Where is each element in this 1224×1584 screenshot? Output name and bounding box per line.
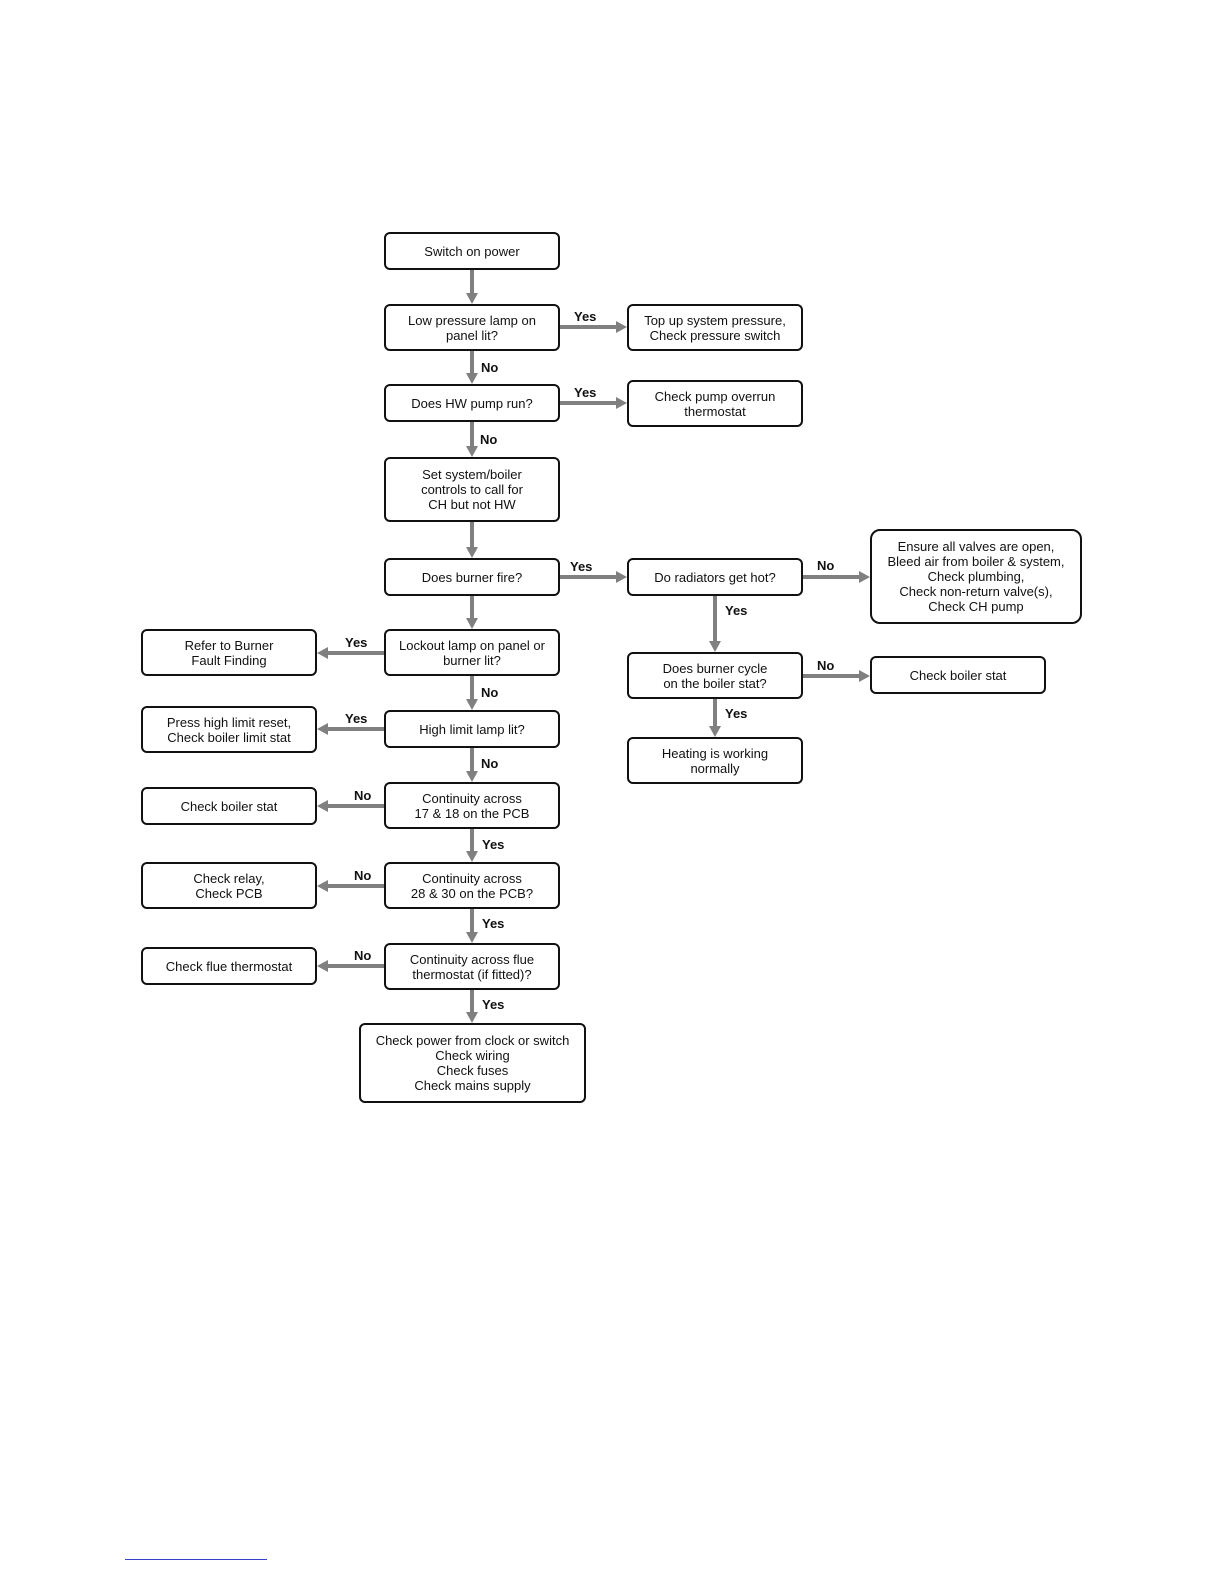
burner-cycle-box: Does burner cycle on the boiler stat? bbox=[627, 652, 803, 699]
heating-working-box: Heating is working normally bbox=[627, 737, 803, 784]
arrow-burner-fire-yes bbox=[560, 571, 627, 583]
arrow-hw-pump-no bbox=[466, 422, 478, 457]
continuity-17-18-box: Continuity across 17 & 18 on the PCB bbox=[384, 782, 560, 829]
switch-on-power-box: Switch on power bbox=[384, 232, 560, 270]
arrow-continuity-28-30-yes bbox=[466, 909, 478, 943]
hw-pump-box: Does HW pump run? bbox=[384, 384, 560, 422]
arrow-burner-fire-no bbox=[466, 596, 478, 629]
arrow-continuity-flue-no bbox=[317, 960, 384, 972]
arrow-low-pressure-yes bbox=[560, 321, 627, 333]
arrow-low-pressure-no bbox=[466, 351, 478, 384]
pump-overrun-box: Check pump overrun thermostat bbox=[627, 380, 803, 427]
arrow-continuity-17-18-no bbox=[317, 800, 384, 812]
arrow-burner-cycle-no bbox=[803, 670, 870, 682]
check-boiler-stat-right-box: Check boiler stat bbox=[870, 656, 1046, 694]
label-yes-lockout: Yes bbox=[345, 635, 368, 650]
label-yes-continuity-flue: Yes bbox=[482, 997, 505, 1012]
arrow-continuity-flue-yes bbox=[466, 990, 478, 1023]
lockout-lamp-box: Lockout lamp on panel or burner lit? bbox=[384, 629, 560, 676]
label-no-continuity-28-30: No bbox=[354, 868, 372, 883]
continuity-flue-box: Continuity across flue thermostat (if fi… bbox=[384, 943, 560, 990]
arrow-high-limit-yes bbox=[317, 723, 384, 735]
ensure-valves-box: Ensure all valves are open, Bleed air fr… bbox=[870, 529, 1082, 624]
label-yes-continuity-28-30: Yes bbox=[482, 916, 505, 931]
label-no-high-limit: No bbox=[481, 756, 499, 771]
label-no-lockout: No bbox=[481, 685, 499, 700]
label-no-continuity-17-18: No bbox=[354, 788, 372, 803]
refer-burner-box: Refer to Burner Fault Finding bbox=[141, 629, 317, 676]
arrow-lockout-yes bbox=[317, 647, 384, 659]
label-yes-burner-cycle: Yes bbox=[725, 706, 748, 721]
arrow-radiators-no bbox=[803, 571, 870, 583]
radiators-hot-box: Do radiators get hot? bbox=[627, 558, 803, 596]
continuity-28-30-box: Continuity across 28 & 30 on the PCB? bbox=[384, 862, 560, 909]
arrow-high-limit-no bbox=[466, 748, 478, 782]
arrow-set-controls-to-burner bbox=[466, 522, 478, 558]
top-up-pressure-box: Top up system pressure, Check pressure s… bbox=[627, 304, 803, 351]
arrow-hw-pump-yes bbox=[560, 397, 627, 409]
arrow-radiators-yes bbox=[709, 596, 721, 652]
check-power-box: Check power from clock or switch Check w… bbox=[359, 1023, 586, 1103]
press-reset-box: Press high limit reset, Check boiler lim… bbox=[141, 706, 317, 753]
low-pressure-lamp-box: Low pressure lamp on panel lit? bbox=[384, 304, 560, 351]
arrow-continuity-17-18-yes bbox=[466, 829, 478, 862]
check-relay-box: Check relay, Check PCB bbox=[141, 862, 317, 909]
arrow-lockout-no bbox=[466, 676, 478, 710]
label-yes-radiators: Yes bbox=[725, 603, 748, 618]
check-boiler-stat-left-box: Check boiler stat bbox=[141, 787, 317, 825]
check-flue-thermostat-box: Check flue thermostat bbox=[141, 947, 317, 985]
label-no-continuity-flue: No bbox=[354, 948, 372, 963]
burner-fire-box: Does burner fire? bbox=[384, 558, 560, 596]
label-yes-hw-pump: Yes bbox=[574, 385, 597, 400]
arrow-continuity-28-30-no bbox=[317, 880, 384, 892]
set-controls-box: Set system/boiler controls to call for C… bbox=[384, 457, 560, 522]
label-yes-high-limit: Yes bbox=[345, 711, 368, 726]
high-limit-lamp-box: High limit lamp lit? bbox=[384, 710, 560, 748]
arrow-burner-cycle-yes bbox=[709, 699, 721, 737]
label-no-radiators: No bbox=[817, 558, 835, 573]
label-no-burner-cycle: No bbox=[817, 658, 835, 673]
label-yes-burner-fire: Yes bbox=[570, 559, 593, 574]
label-yes-low-pressure: Yes bbox=[574, 309, 597, 324]
label-no-hw-pump: No bbox=[480, 432, 498, 447]
arrow-switch-to-low-pressure bbox=[466, 270, 478, 304]
label-yes-continuity-17-18: Yes bbox=[482, 837, 505, 852]
label-no-low-pressure: No bbox=[481, 360, 499, 375]
footer-rule bbox=[125, 1559, 267, 1560]
